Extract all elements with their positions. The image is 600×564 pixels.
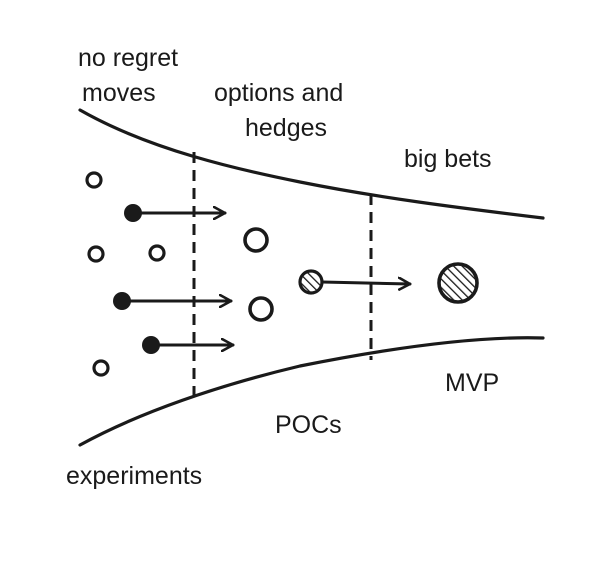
experiment-circle <box>85 171 103 189</box>
label-no-regret: no regret <box>78 44 178 72</box>
poc-circle <box>243 227 269 253</box>
funnel-bottom-curve <box>78 336 545 447</box>
experiment-circle <box>87 245 105 263</box>
experiment-circle <box>92 359 110 377</box>
label-options-and: options and <box>214 79 343 107</box>
label-pocs: POCs <box>275 411 342 439</box>
experiment-dot <box>113 292 131 310</box>
poc-circle <box>248 296 274 322</box>
funnel-top-curve <box>78 108 545 220</box>
progress-arrow <box>320 282 412 284</box>
experiment-dot <box>142 336 160 354</box>
label-mvp: MVP <box>445 369 499 397</box>
experiment-dot <box>124 204 142 222</box>
hatched-mvp-circle <box>437 262 479 304</box>
label-moves: moves <box>82 79 156 107</box>
experiment-circle <box>148 244 166 262</box>
label-hedges: hedges <box>245 114 327 142</box>
label-big-bets: big bets <box>404 145 492 173</box>
hatched-poc-circle <box>298 269 324 295</box>
label-experiments: experiments <box>66 462 202 490</box>
